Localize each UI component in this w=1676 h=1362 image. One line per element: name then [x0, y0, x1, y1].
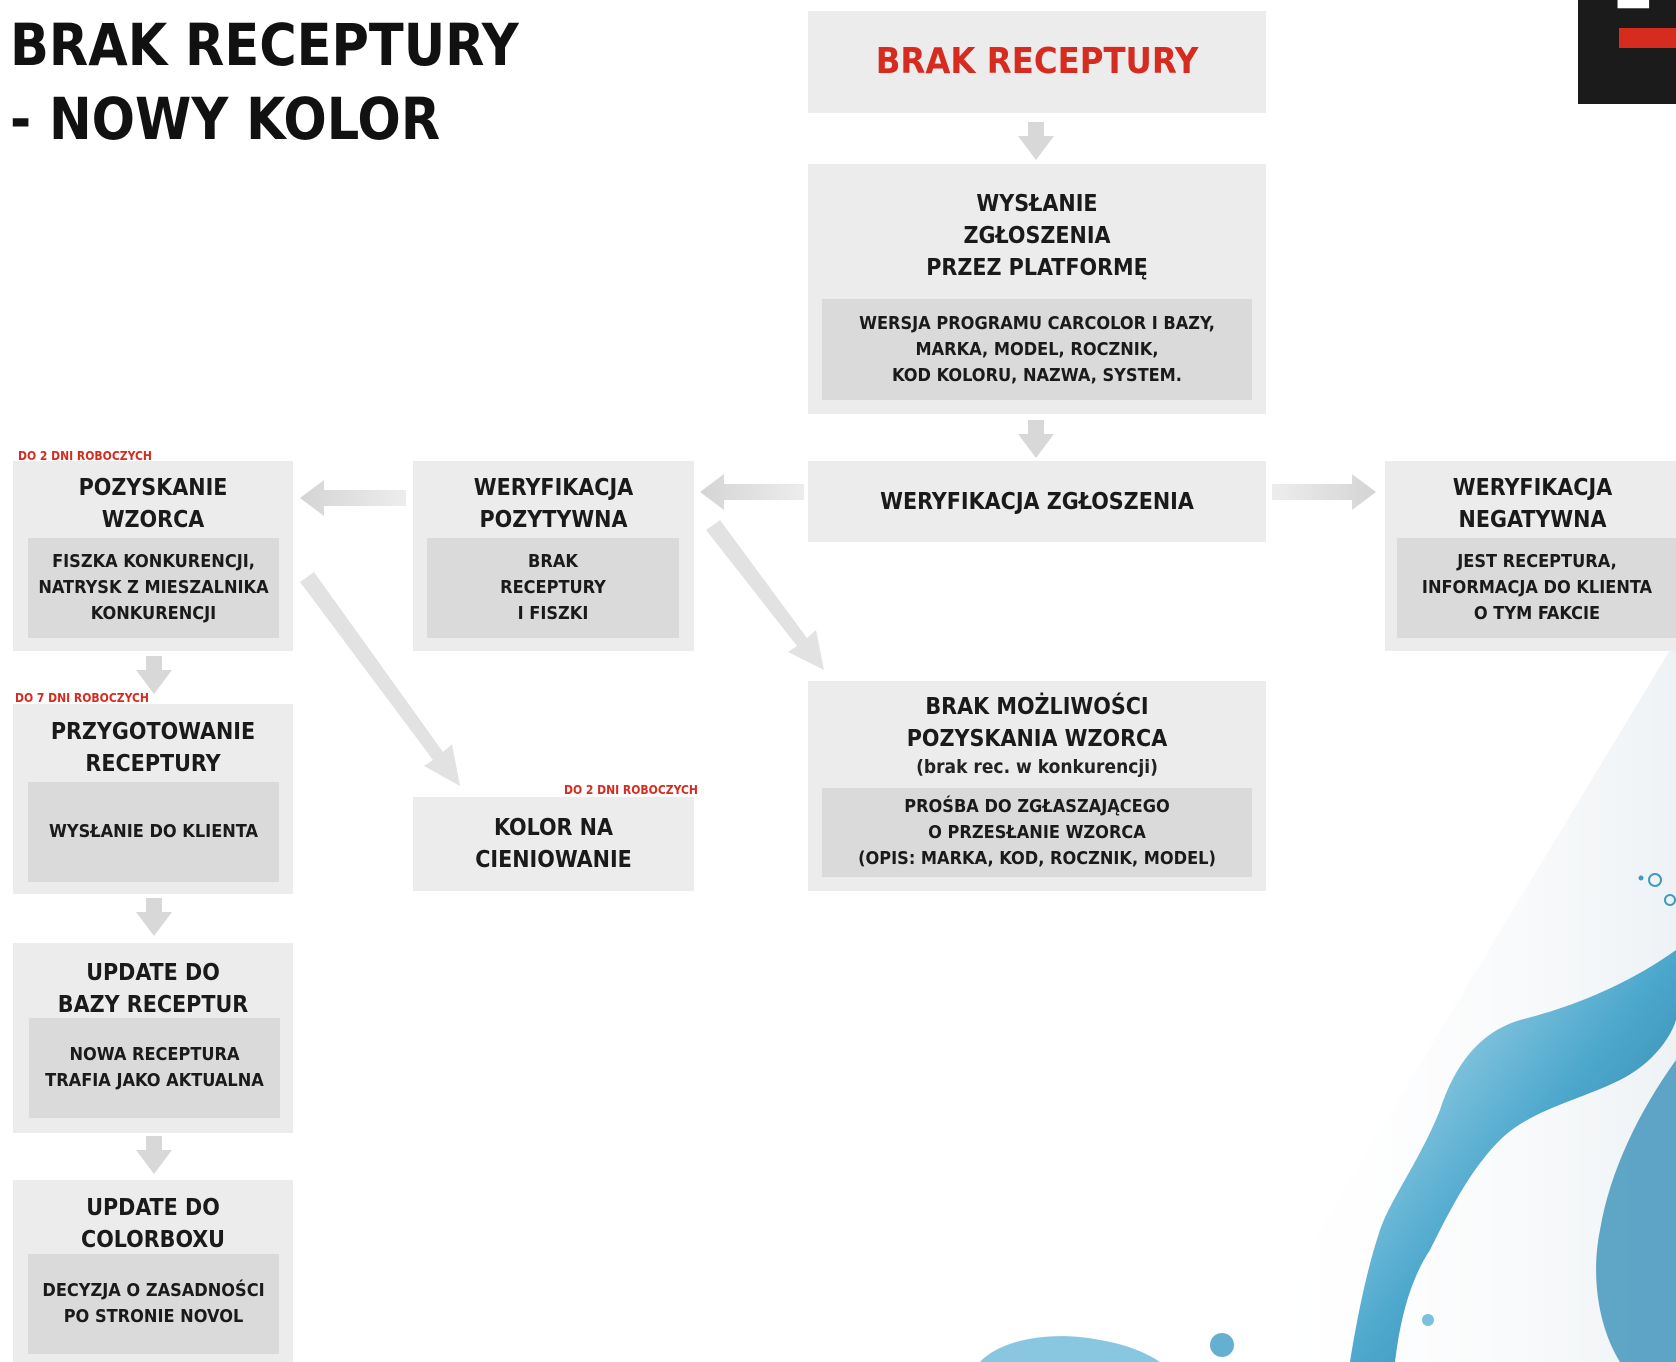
arrow-down-1: [1018, 122, 1054, 160]
positive-verification-detail: BRAK RECEPTURY I FISZKI: [427, 538, 679, 638]
verify-request-box: WERYFIKACJA ZGŁOSZENIA: [808, 461, 1266, 542]
page-title: BRAK RECEPTURY - NOWY KOLOR: [10, 8, 519, 156]
positive-verification-title: WERYFIKACJA POZYTYWNA: [473, 475, 634, 533]
send-request-box: WYSŁANIE ZGŁOSZENIA PRZEZ PLATFORMĘ WERS…: [808, 164, 1266, 414]
arrow-diag-shading: [300, 572, 460, 786]
negative-verification-box: WERYFIKACJA NEGATYWNA JEST RECEPTURA, IN…: [1385, 461, 1676, 651]
shading-color-box: KOLOR NA CIENIOWANIE: [413, 797, 694, 891]
arrow-right-negative: [1272, 474, 1376, 510]
page-title-line2: - NOWY KOLOR: [10, 85, 441, 153]
update-colorbox-box: UPDATE DO COLORBOXU DECYZJA O ZASADNOŚCI…: [13, 1180, 293, 1362]
arrow-diag-no-sample: [706, 520, 824, 670]
positive-verification-box: WERYFIKACJA POZYTYWNA BRAK RECEPTURY I F…: [413, 461, 694, 651]
update-database-box: UPDATE DO BAZY RECEPTUR NOWA RECEPTURA T…: [13, 943, 293, 1133]
send-request-detail: WERSJA PROGRAMU CARCOLOR I BAZY, MARKA, …: [822, 299, 1252, 400]
obtain-sample-detail: FISZKA KONKURENCJI, NATRYSK Z MIESZALNIK…: [28, 538, 279, 638]
prepare-recipe-title: PRZYGOTOWANIE RECEPTURY: [50, 719, 256, 777]
send-request-title: WYSŁANIE ZGŁOSZENIA PRZEZ PLATFORMĘ: [926, 191, 1148, 281]
negative-verification-title: WERYFIKACJA NEGATYWNA: [1452, 475, 1613, 533]
logo-glyph-icon: ▀: [1618, 0, 1649, 32]
prepare-recipe-detail: WYSŁANIE DO KLIENTA: [28, 782, 279, 882]
no-sample-title: BRAK MOŻLIWOŚCI POZYSKANIA WZORCA: [906, 694, 1168, 752]
no-sample-detail: PROŚBA DO ZGŁASZAJĄCEGO O PRZESŁANIE WZO…: [822, 788, 1252, 877]
obtain-sample-box: POZYSKANIE WZORCA FISZKA KONKURENCJI, NA…: [13, 461, 293, 651]
shading-deadline-tag: DO 2 DNI ROBOCZYCH: [564, 783, 698, 797]
arrow-down-2: [1018, 420, 1054, 458]
no-sample-subtitle: (brak rec. w konkurencji): [916, 756, 1158, 778]
obtain-deadline-tag: DO 2 DNI ROBOCZYCH: [18, 449, 152, 463]
arrow-down-update-db: [136, 898, 172, 936]
prepare-deadline-tag: DO 7 DNI ROBOCZYCH: [15, 691, 149, 705]
update-database-detail: NOWA RECEPTURA TRAFIA JAKO AKTUALNA: [29, 1018, 280, 1118]
negative-verification-detail: JEST RECEPTURA, INFORMACJA DO KLIENTA O …: [1397, 538, 1676, 638]
arrow-left-positive: [700, 474, 804, 510]
start-label: BRAK RECEPTURY: [875, 41, 1199, 82]
brand-logo: ▀: [1578, 0, 1676, 104]
logo-red-bar: [1619, 28, 1676, 48]
no-sample-box: BRAK MOŻLIWOŚCI POZYSKANIA WZORCA (brak …: [808, 681, 1266, 891]
verify-request-label: WERYFIKACJA ZGŁOSZENIA: [880, 488, 1194, 515]
update-database-title: UPDATE DO BAZY RECEPTUR: [57, 960, 249, 1018]
arrow-down-prepare: [136, 656, 172, 694]
arrow-down-update-box: [136, 1136, 172, 1174]
arrow-left-obtain: [300, 480, 406, 516]
prepare-recipe-box: PRZYGOTOWANIE RECEPTURY WYSŁANIE DO KLIE…: [13, 704, 293, 894]
shading-color-title: KOLOR NA CIENIOWANIE: [475, 815, 632, 873]
obtain-sample-title: POZYSKANIE WZORCA: [78, 475, 228, 533]
page-title-line1: BRAK RECEPTURY: [10, 11, 519, 79]
update-colorbox-detail: DECYZJA O ZASADNOŚCI PO STRONIE NOVOL: [28, 1254, 279, 1354]
update-colorbox-title: UPDATE DO COLORBOXU: [81, 1195, 225, 1253]
start-box: BRAK RECEPTURY: [808, 11, 1266, 113]
